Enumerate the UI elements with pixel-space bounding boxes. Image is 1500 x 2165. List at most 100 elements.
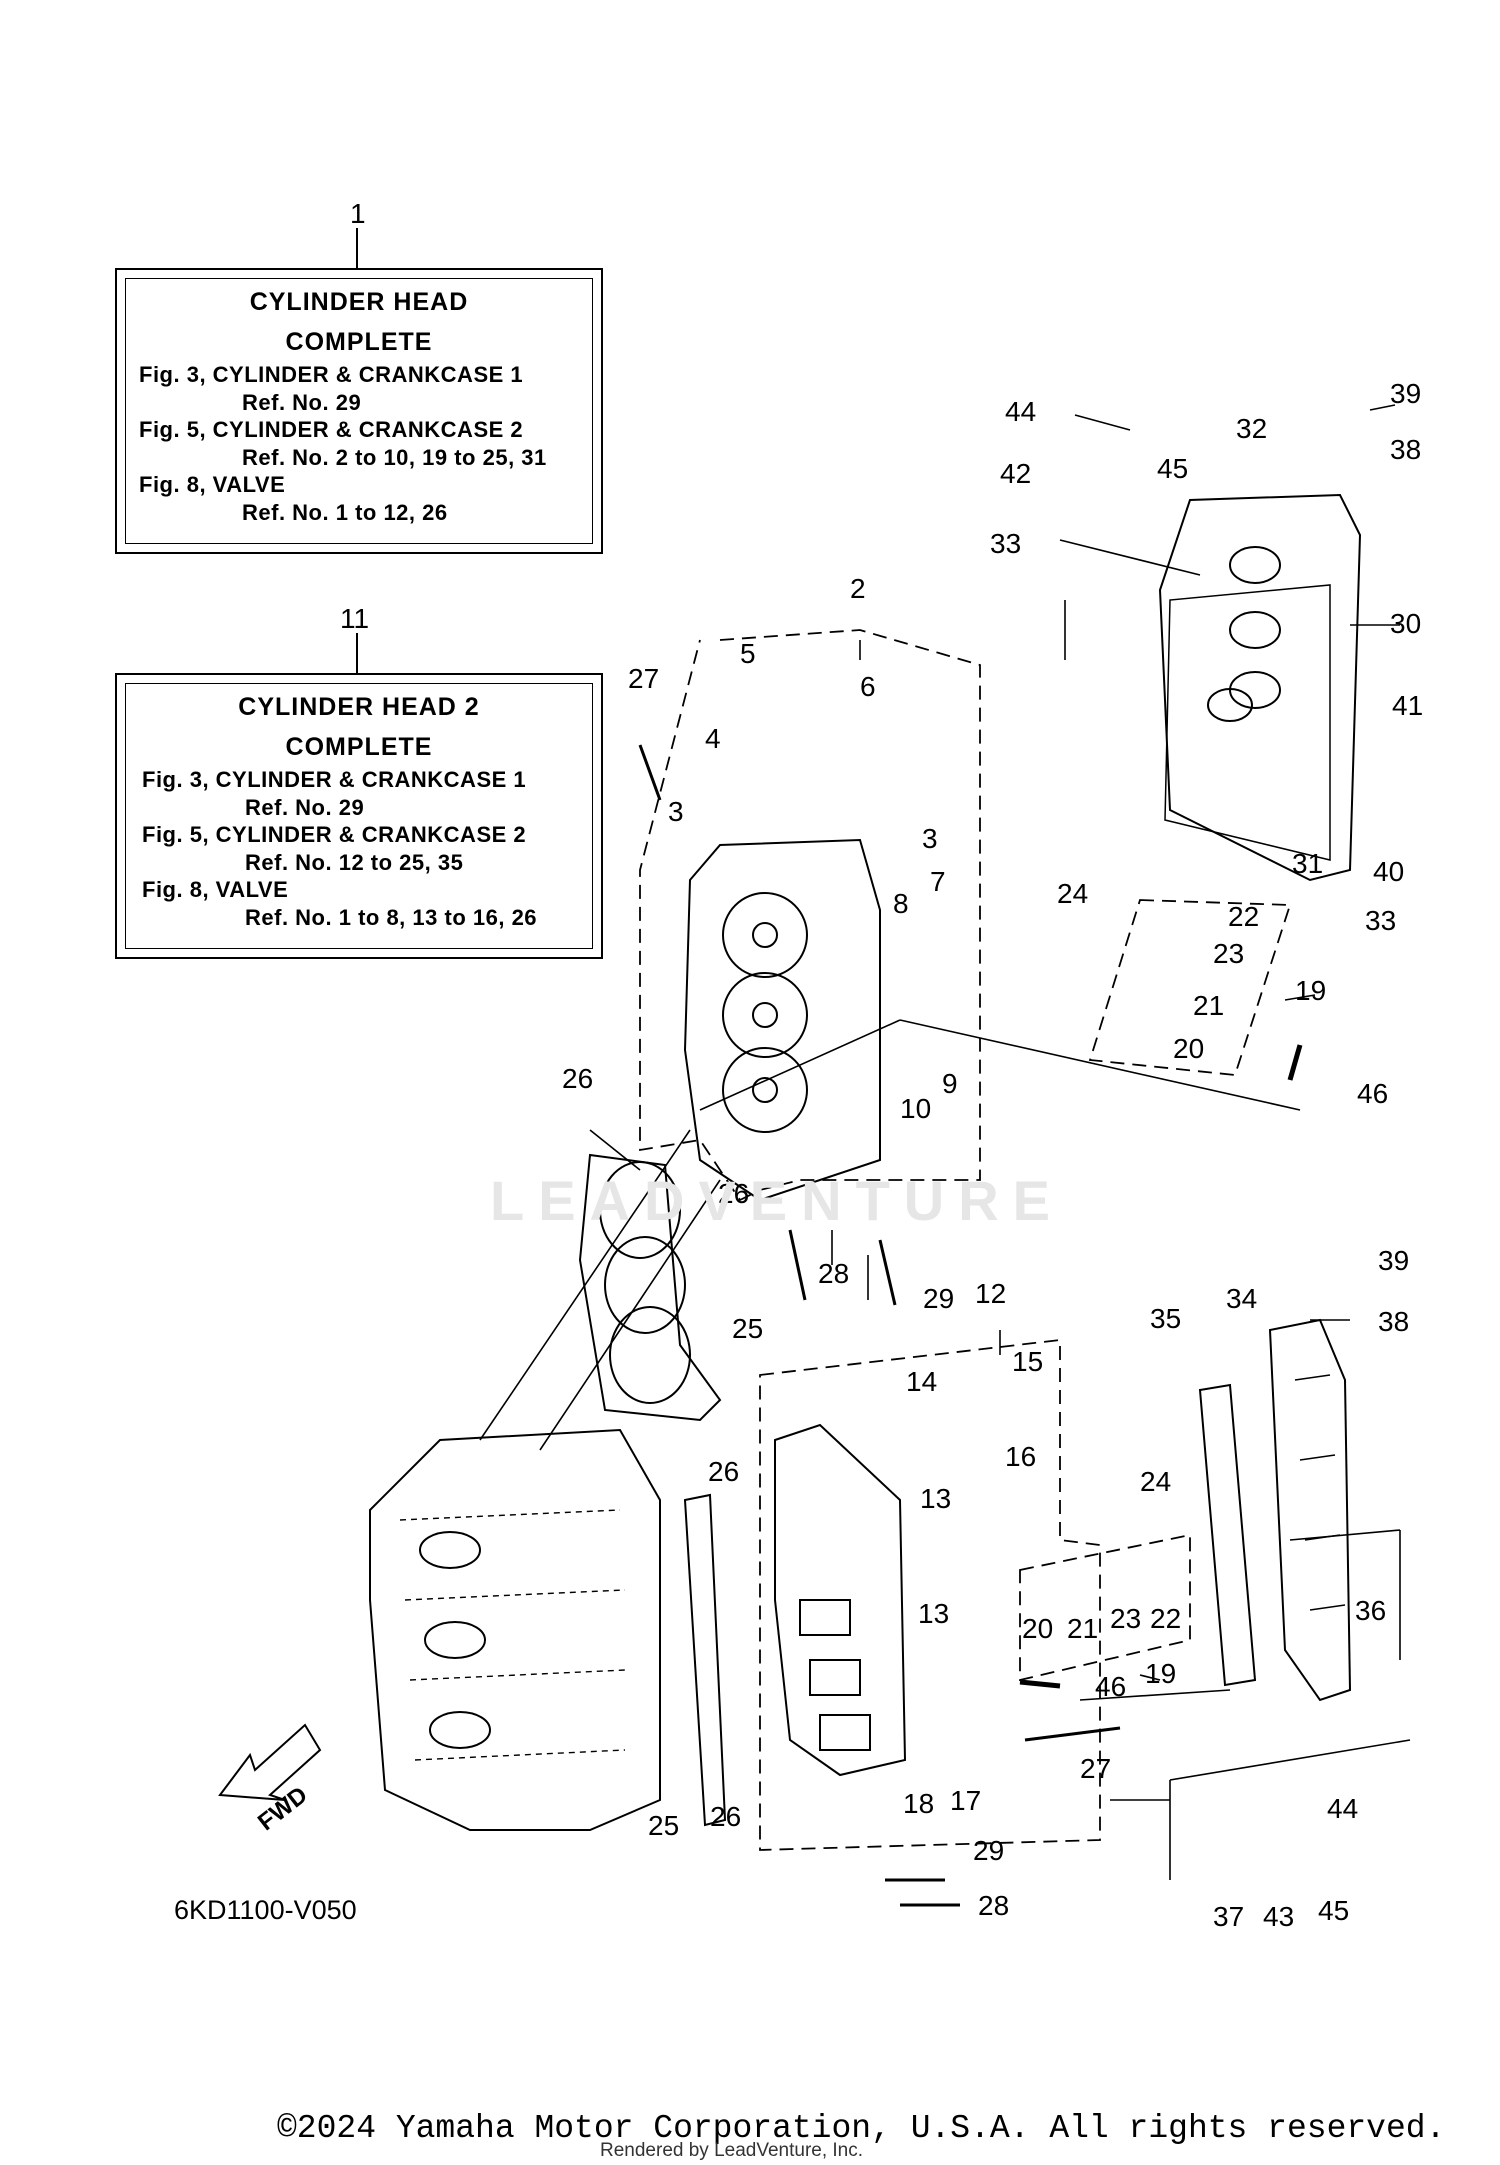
callout-46: 46 — [1095, 1671, 1127, 1702]
callout-38: 38 — [1378, 1306, 1410, 1337]
callout-28: 28 — [978, 1890, 1010, 1921]
callout-26: 26 — [718, 1178, 750, 1209]
note-2-line: Fig. 8, VALVE — [142, 877, 289, 902]
callout-34: 34 — [1226, 1283, 1258, 1314]
callout-36: 36 — [1355, 1595, 1387, 1626]
rendered-by-notice: Rendered by LeadVenture, Inc. — [600, 2140, 864, 2161]
note-1-title-2: COMPLETE — [285, 328, 433, 356]
callout-33: 33 — [990, 528, 1022, 559]
note-1-line: Fig. 5, CYLINDER & CRANKCASE 2 — [139, 417, 524, 442]
callout-12: 12 — [975, 1278, 1007, 1309]
callout-40: 40 — [1373, 856, 1405, 887]
callout-16: 16 — [1005, 1441, 1037, 1472]
callout-27: 27 — [628, 663, 660, 694]
note-2-line: Fig. 3, CYLINDER & CRANKCASE 1 — [142, 767, 527, 792]
cylinder-block — [369, 1428, 661, 1831]
callout-17: 17 — [950, 1785, 982, 1816]
callout-3: 3 — [922, 823, 938, 854]
callout-9: 9 — [942, 1068, 958, 1099]
callout-24: 24 — [1140, 1466, 1172, 1497]
callout-28: 28 — [818, 1258, 850, 1289]
callout-38: 38 — [1390, 434, 1422, 465]
callout-7: 7 — [930, 866, 946, 897]
callout-18: 18 — [903, 1788, 935, 1819]
callout-4: 4 — [705, 723, 721, 754]
callout-2: 2 — [850, 573, 866, 604]
diagram-code: 6KD1100-V050 — [174, 1895, 357, 1925]
callout-8: 8 — [893, 888, 909, 919]
callout-26: 26 — [710, 1801, 742, 1832]
callout-39: 39 — [1378, 1245, 1410, 1276]
callout-19: 19 — [1295, 975, 1327, 1006]
callout-13: 13 — [920, 1483, 952, 1514]
copyright-notice: ©2024 Yamaha Motor Corporation, U.S.A. A… — [277, 2110, 1446, 2147]
callout-3: 3 — [668, 796, 684, 827]
note-1-line: Fig. 8, VALVE — [139, 472, 286, 497]
callout-39: 39 — [1390, 378, 1422, 409]
head-gasket-1 — [578, 1153, 722, 1422]
callout-22: 22 — [1150, 1603, 1182, 1634]
note-2-line: Fig. 5, CYLINDER & CRANKCASE 2 — [142, 822, 527, 847]
callout-35: 35 — [1150, 1303, 1182, 1334]
callout-13: 13 — [918, 1598, 950, 1629]
callout-25: 25 — [648, 1810, 680, 1841]
note-box-cylinder-head-1: CYLINDER HEAD COMPLETE Fig. 3, CYLINDER … — [115, 268, 603, 554]
callout-43: 43 — [1263, 1901, 1295, 1932]
callout-31: 31 — [1292, 848, 1324, 879]
callout-44: 44 — [1005, 396, 1037, 427]
head-gasket-2 — [683, 1493, 727, 1827]
watermark: LEADVENTURE — [490, 1169, 1065, 1232]
callout-32: 32 — [1236, 413, 1268, 444]
callout-23: 23 — [1213, 938, 1245, 969]
callout-14: 14 — [906, 1366, 938, 1397]
callout-45: 45 — [1318, 1895, 1350, 1926]
note-2-line: Ref. No. 1 to 8, 13 to 16, 26 — [245, 905, 538, 930]
callout-5: 5 — [740, 638, 756, 669]
thermostat-1-boundary — [1088, 899, 1292, 1076]
callout-22: 22 — [1228, 901, 1260, 932]
callout-1: 1 — [350, 198, 366, 229]
callout-20: 20 — [1173, 1033, 1205, 1064]
rocker-cover-2 — [1268, 1318, 1352, 1702]
callout-24: 24 — [1057, 878, 1089, 909]
callout-25: 25 — [732, 1313, 764, 1344]
callout-44: 44 — [1327, 1793, 1359, 1824]
head-2-boundary — [759, 1338, 1101, 1851]
callout-21: 21 — [1067, 1613, 1099, 1644]
callout-37: 37 — [1213, 1901, 1245, 1932]
note-2-title-2: COMPLETE — [285, 733, 433, 761]
callout-10: 10 — [900, 1093, 932, 1124]
thermostat-2-boundary — [1019, 1533, 1191, 1682]
cylinder-head-1 — [683, 838, 881, 1202]
callout-20: 20 — [1022, 1613, 1054, 1644]
callout-42: 42 — [1000, 458, 1032, 489]
callout-15: 15 — [1012, 1346, 1044, 1377]
note-1-line: Ref. No. 1 to 12, 26 — [242, 500, 448, 525]
callout-11: 11 — [340, 603, 370, 634]
callout-29: 29 — [973, 1835, 1005, 1866]
callout-46: 46 — [1357, 1078, 1389, 1109]
callout-6: 6 — [860, 671, 876, 702]
callout-26: 26 — [562, 1063, 594, 1094]
callout-45: 45 — [1157, 453, 1189, 484]
callout-27: 27 — [1080, 1753, 1112, 1784]
head-1-boundary — [639, 629, 981, 1202]
callout-41: 41 — [1392, 690, 1424, 721]
note-2-line: Ref. No. 29 — [245, 795, 365, 820]
cover-gasket-2 — [1198, 1383, 1257, 1687]
note-1-title-1: CYLINDER HEAD — [249, 288, 469, 316]
note-2-title-1: CYLINDER HEAD 2 — [238, 693, 480, 721]
callout-19: 19 — [1145, 1658, 1177, 1689]
fwd-arrow-shape — [218, 1723, 322, 1801]
note-1-line: Ref. No. 29 — [242, 390, 362, 415]
callout-23: 23 — [1110, 1603, 1142, 1634]
callout-30: 30 — [1390, 608, 1422, 639]
note-1-line: Fig. 3, CYLINDER & CRANKCASE 1 — [139, 362, 524, 387]
callout-21: 21 — [1193, 990, 1225, 1021]
rocker-cover-1 — [1158, 493, 1362, 882]
note-2-line: Ref. No. 12 to 25, 35 — [245, 850, 464, 875]
callout-26: 26 — [708, 1456, 740, 1487]
note-1-line: Ref. No. 2 to 10, 19 to 25, 31 — [242, 445, 547, 470]
callout-33: 33 — [1365, 905, 1397, 936]
